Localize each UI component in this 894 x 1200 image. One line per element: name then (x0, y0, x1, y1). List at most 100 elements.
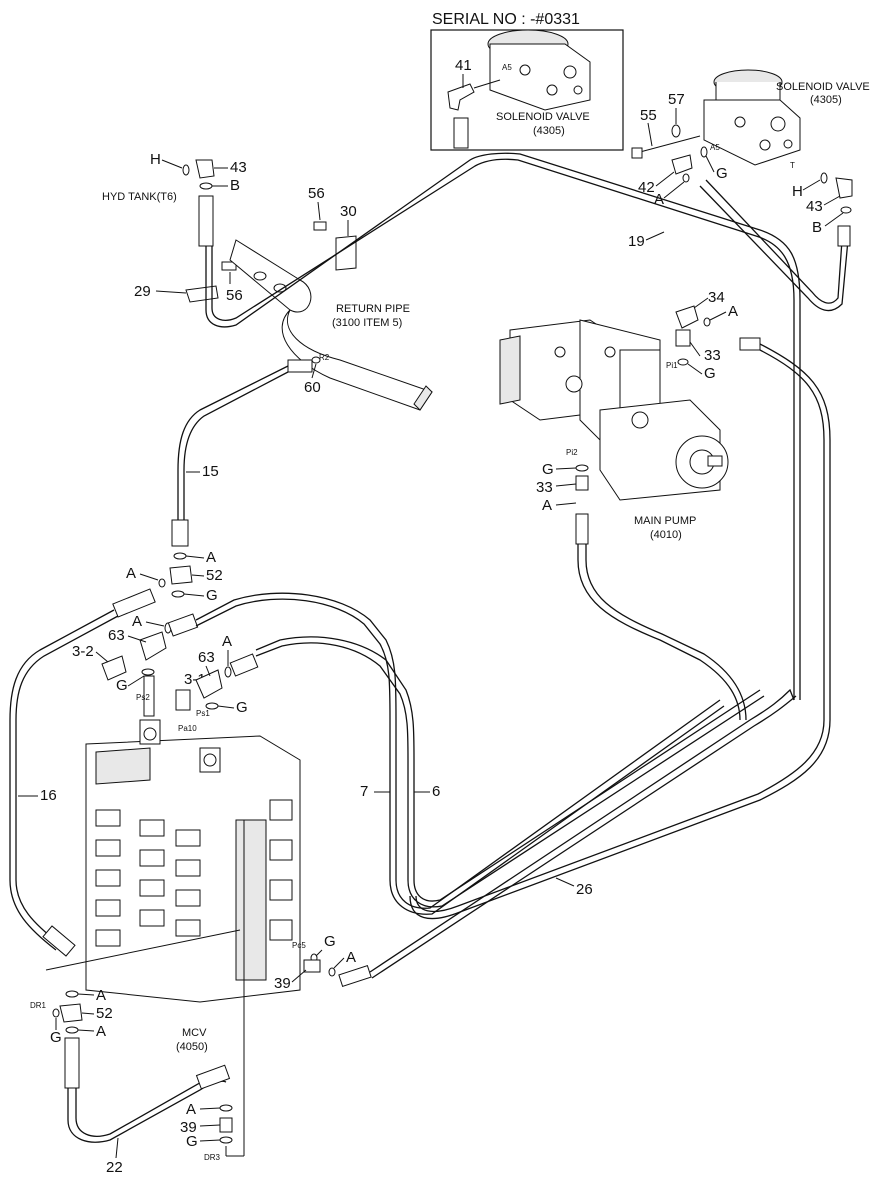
fitting-42 (671, 154, 693, 175)
solenoid-valve-body (703, 99, 801, 166)
inset-valve-body (489, 43, 591, 111)
bolt-56 (313, 221, 327, 231)
serial-inset: SERIAL NO : -#0331 A5 41 SOLENOID VALVE … (430, 11, 624, 151)
svg-text:63: 63 (198, 649, 215, 666)
svg-text:34: 34 (708, 289, 725, 306)
hose-end-hyd-tank (198, 195, 214, 247)
fitting-52-bottom (59, 1003, 83, 1023)
svg-text:16: 16 (40, 787, 57, 804)
bracket-30: 30 56 (308, 185, 357, 271)
fitting-33-bottom (575, 475, 589, 491)
solenoid-code: (4305) (810, 94, 842, 106)
mcv-code: (4050) (176, 1041, 208, 1053)
svg-text:A5: A5 (502, 63, 512, 72)
fitting-33-top (675, 329, 691, 347)
svg-text:G: G (186, 1133, 198, 1150)
fitting-63-right (195, 669, 223, 699)
svg-text:A: A (728, 303, 738, 320)
svg-text:Pc5: Pc5 (292, 941, 306, 950)
svg-text:Ps1: Ps1 (196, 709, 210, 718)
inset-hose-end (453, 117, 469, 149)
svg-text:G: G (236, 699, 248, 716)
svg-text:42: 42 (638, 179, 655, 196)
fittings-ps: A 63 3-2 G Ps2 3-1 Pa10 63 A G Ps1 (72, 613, 259, 733)
svg-text:22: 22 (106, 1159, 123, 1176)
svg-text:39: 39 (274, 975, 291, 992)
svg-text:63: 63 (108, 627, 125, 644)
svg-text:G: G (716, 165, 728, 182)
svg-text:Ps2: Ps2 (136, 693, 150, 702)
callout-41: 41 (455, 57, 472, 74)
hyd-tank-label: HYD TANK(T6) (102, 191, 177, 203)
svg-text:15: 15 (202, 463, 219, 480)
svg-text:H: H (150, 151, 161, 168)
svg-text:A: A (654, 191, 664, 208)
fitting-39-bottom (219, 1117, 233, 1133)
svg-text:A: A (96, 987, 106, 1004)
svg-text:A: A (96, 1023, 106, 1040)
solenoid-label: SOLENOID VALVE (776, 81, 870, 93)
svg-text:G: G (324, 933, 336, 950)
svg-text:H: H (792, 183, 803, 200)
svg-text:B: B (230, 177, 240, 194)
svg-text:57: 57 (668, 91, 685, 108)
svg-text:33: 33 (536, 479, 553, 496)
clamp-29 (185, 285, 219, 303)
main-pump-label: MAIN PUMP (634, 515, 696, 527)
svg-text:33: 33 (704, 347, 721, 364)
svg-text:Pa10: Pa10 (178, 724, 197, 733)
svg-text:A: A (346, 949, 356, 966)
fitting-63-left (139, 631, 167, 661)
svg-text:55: 55 (640, 107, 657, 124)
fitting-39-right (303, 959, 321, 973)
svg-text:A: A (132, 613, 142, 630)
svg-text:Pi2: Pi2 (566, 448, 578, 457)
svg-text:43: 43 (230, 159, 247, 176)
serial-number: SERIAL NO : -#0331 (432, 11, 580, 28)
mcv: MCV (4050) (45, 719, 301, 1053)
svg-text:26: 26 (576, 881, 593, 898)
svg-text:60: 60 (304, 379, 321, 396)
svg-text:A: A (186, 1101, 196, 1118)
fitting-3-1 (175, 689, 191, 711)
mcv-label: MCV (182, 1027, 207, 1039)
svg-text:19: 19 (628, 233, 645, 250)
svg-text:G: G (542, 461, 554, 478)
svg-text:Pi1: Pi1 (666, 361, 678, 370)
svg-text:30: 30 (340, 203, 357, 220)
svg-text:56: 56 (308, 185, 325, 202)
svg-text:43: 43 (806, 198, 823, 215)
hose-19: 19 (205, 152, 851, 700)
inset-fitting-41 (447, 83, 475, 111)
svg-text:52: 52 (96, 1005, 113, 1022)
svg-text:G: G (704, 365, 716, 382)
hose-15: 60 15 A 52 A G (126, 356, 321, 604)
fitting-52-top (169, 565, 193, 585)
fitting-43-left (195, 159, 215, 179)
svg-text:A: A (206, 549, 216, 566)
svg-text:39: 39 (180, 1119, 197, 1136)
svg-text:B: B (812, 219, 822, 236)
svg-text:7: 7 (360, 783, 368, 800)
svg-text:G: G (206, 587, 218, 604)
return-pipe-label: RETURN PIPE (336, 303, 410, 315)
solenoid-valve: A5 T SOLENOID VALVE (4305) 55 57 G 42 A … (631, 69, 870, 236)
main-pump-code: (4010) (650, 529, 682, 541)
svg-text:G: G (116, 677, 128, 694)
hoses-7-6: 7 6 (195, 544, 765, 915)
svg-text:SOLENOID VALVE: SOLENOID VALVE (496, 111, 590, 123)
drain-connection: A DR1 52 G A 22 A 39 G DR3 (30, 820, 245, 1176)
svg-text:29: 29 (134, 283, 151, 300)
svg-text:DR1: DR1 (30, 1001, 47, 1010)
svg-text:A: A (222, 633, 232, 650)
svg-text:G: G (50, 1029, 62, 1046)
fitting-43-right (835, 177, 853, 199)
svg-text:(4305): (4305) (533, 125, 565, 137)
fitting-34 (675, 305, 699, 329)
svg-text:DR3: DR3 (204, 1153, 221, 1162)
svg-text:R2: R2 (319, 353, 330, 362)
hyd-tank-connection: H 43 B HYD TANK(T6) 29 56 (102, 151, 247, 304)
svg-text:T: T (790, 161, 795, 170)
svg-text:6: 6 (432, 783, 440, 800)
